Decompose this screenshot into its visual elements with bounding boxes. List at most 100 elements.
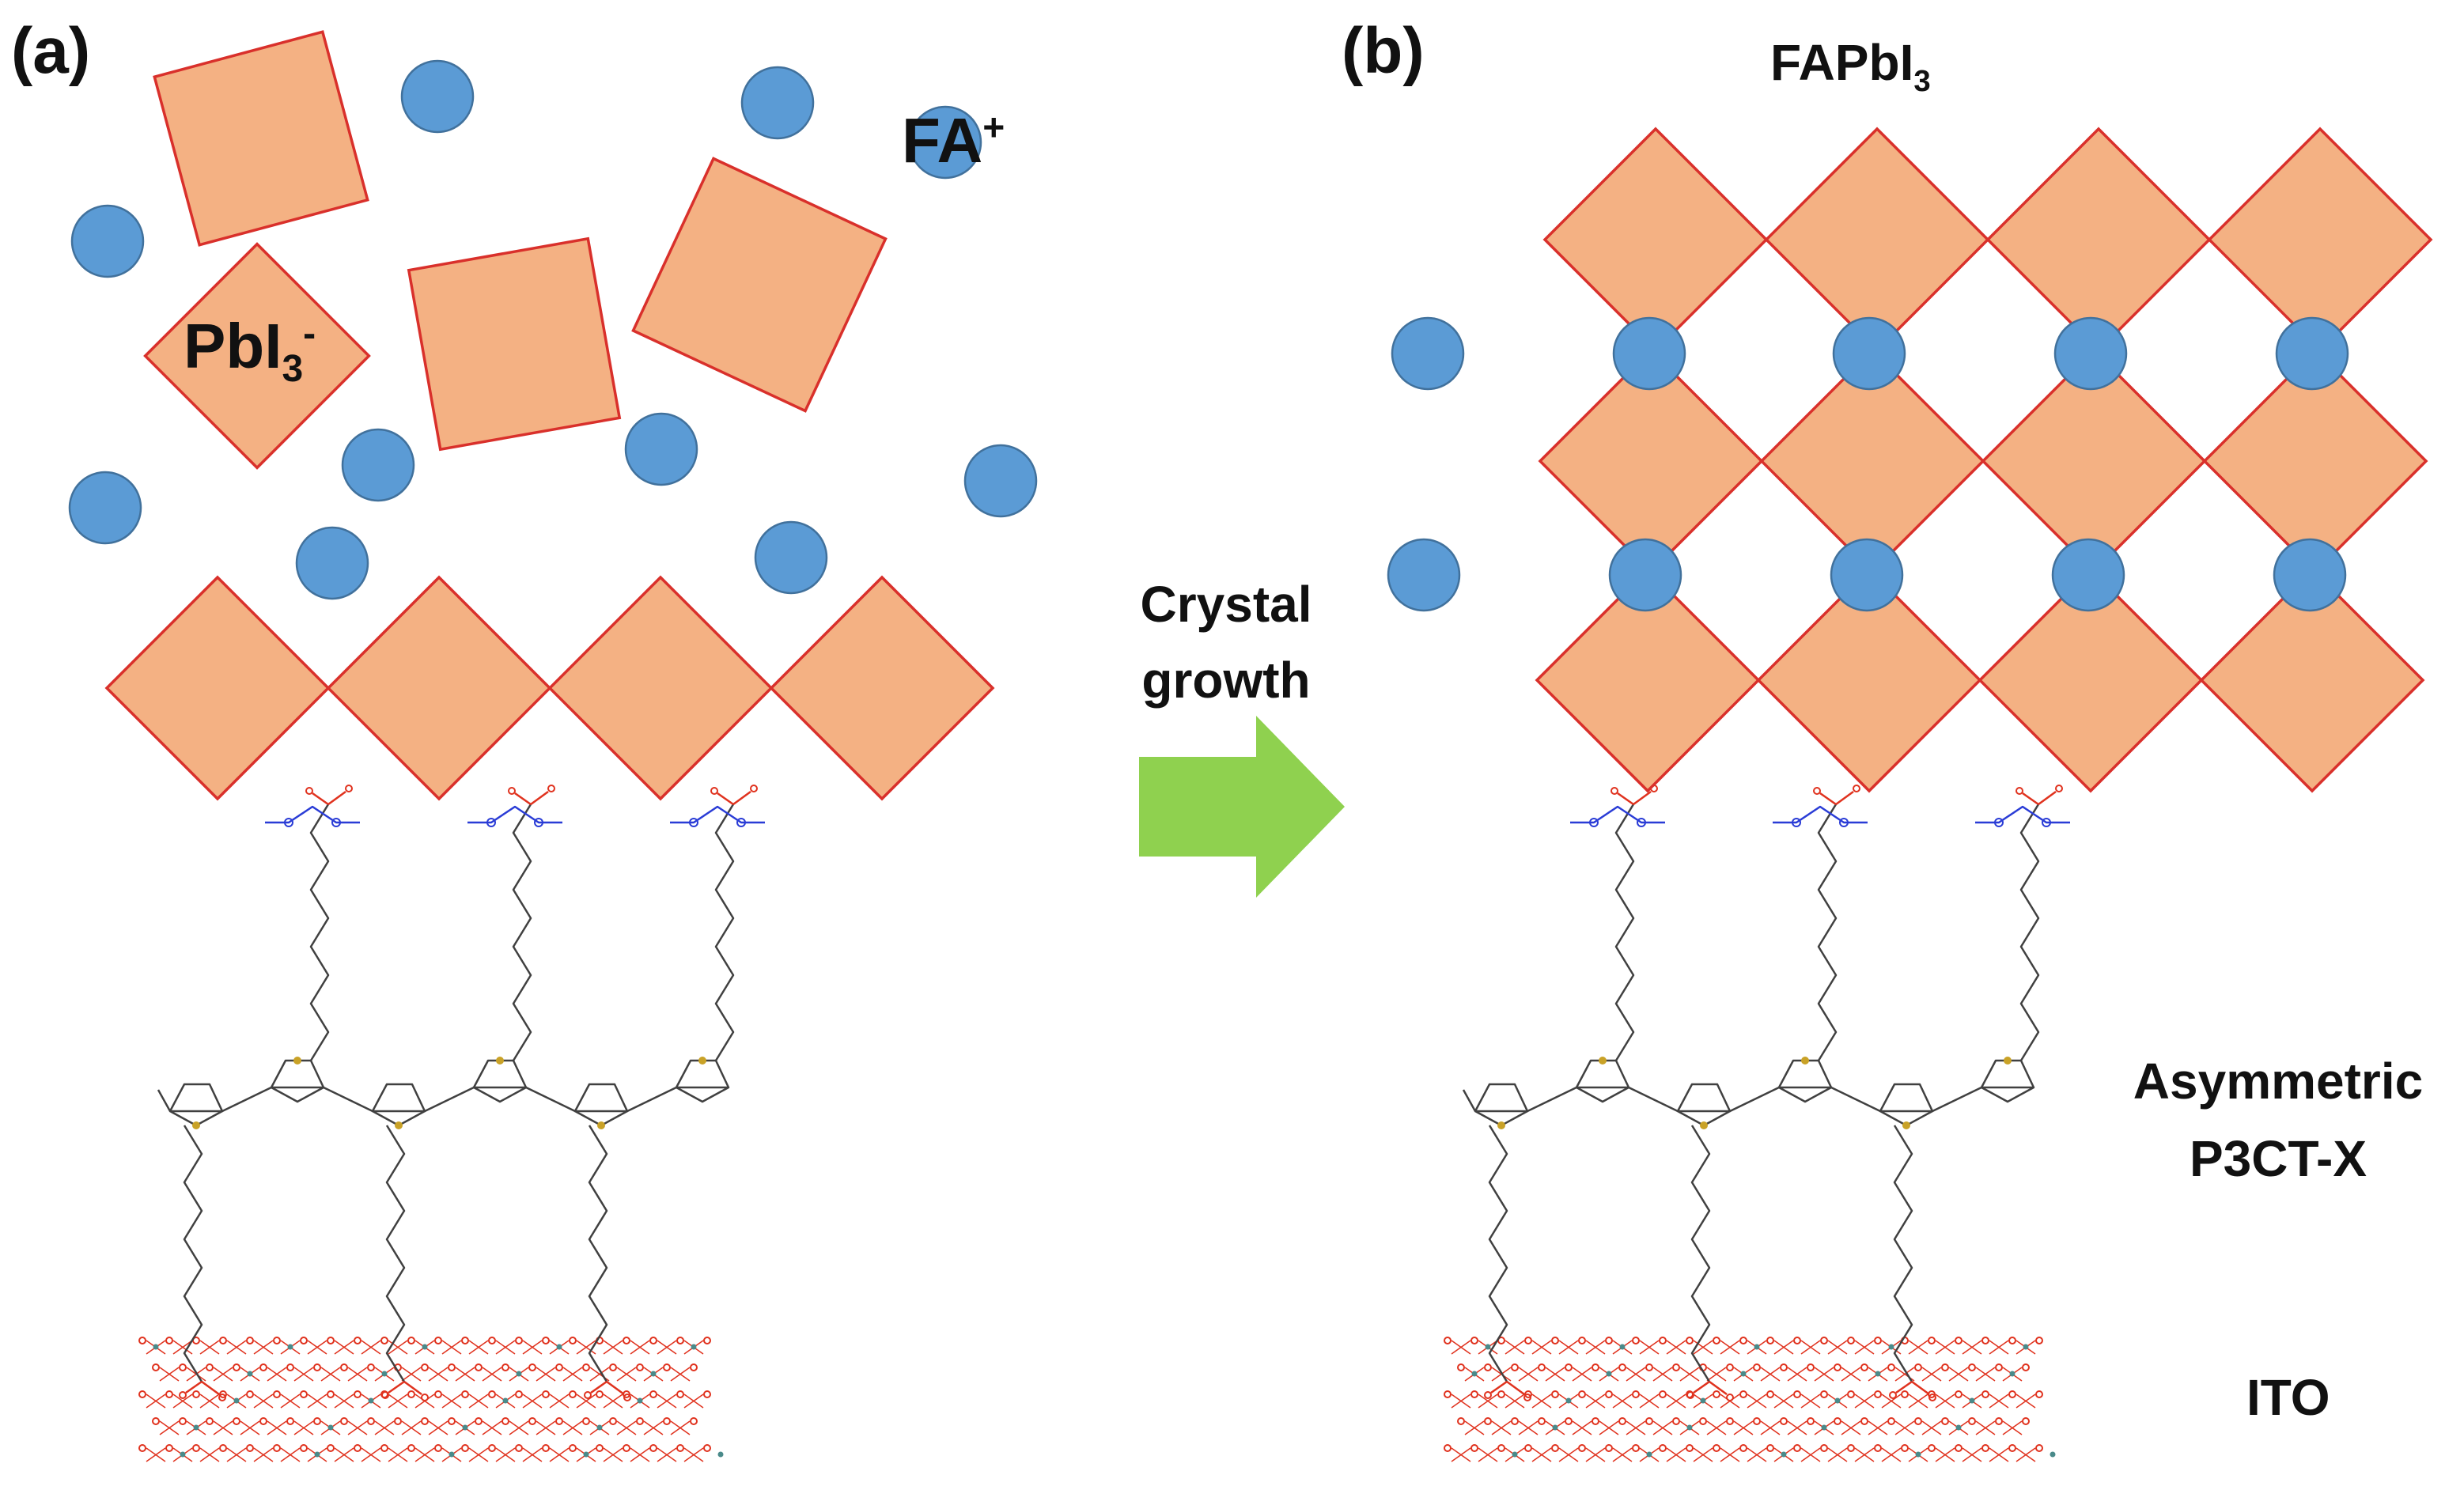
- ito-bond: [1693, 1340, 1713, 1355]
- ito-oxygen-atom: [703, 1444, 711, 1452]
- ito-oxygen-atom: [1457, 1417, 1465, 1425]
- ito-bond: [589, 1367, 610, 1382]
- ito-oxygen-atom: [1632, 1390, 1640, 1398]
- oxygen-atom: [584, 1391, 592, 1399]
- ito-oxygen-atom: [434, 1337, 442, 1344]
- ito-oxygen-atom: [636, 1363, 644, 1371]
- ito-bond: [576, 1394, 596, 1409]
- ito-bond: [1935, 1394, 1955, 1409]
- ito-oxygen-atom: [1457, 1363, 1465, 1371]
- carboxylate: [2038, 790, 2057, 806]
- ito-oxygen-atom: [1914, 1363, 1922, 1371]
- carboxylate: [312, 792, 329, 806]
- ito-oxygen-atom: [1739, 1444, 1747, 1452]
- panel-a-tag: (a): [11, 15, 91, 87]
- ito-bond: [1491, 1420, 1512, 1435]
- ito-oxygen-atom: [1618, 1417, 1626, 1425]
- ito-bond: [240, 1420, 260, 1435]
- ito-tin-atom: [1646, 1451, 1652, 1458]
- ito-oxygen-atom: [528, 1363, 536, 1371]
- ito-bond: [1505, 1394, 1525, 1409]
- ito-bond: [1518, 1420, 1539, 1435]
- ito-oxygen-atom: [327, 1390, 335, 1398]
- ito-oxygen-atom: [528, 1417, 536, 1425]
- ito-bond: [1478, 1447, 1498, 1462]
- ito-bond: [1894, 1367, 1915, 1382]
- ito-tin-atom: [1512, 1451, 1518, 1458]
- ito-oxygen-atom: [286, 1363, 294, 1371]
- ito-lattice-a: [138, 1337, 724, 1462]
- ito-bond: [1962, 1447, 1982, 1462]
- carboxylate: [530, 790, 549, 806]
- thiophene-ring: [1474, 1083, 1529, 1127]
- ito-tin-atom: [381, 1371, 388, 1377]
- ito-bond: [1652, 1367, 1673, 1382]
- crystal-growth-line1: Crystal: [1140, 576, 1312, 633]
- fa-cation: [341, 428, 415, 502]
- ito-oxygen-atom: [663, 1417, 671, 1425]
- ito-bond: [159, 1367, 180, 1382]
- ito-bond: [146, 1447, 166, 1462]
- ito-oxygen-atom: [407, 1337, 415, 1344]
- pbi3-octahedron: [547, 575, 774, 801]
- sulfur-atom: [1497, 1121, 1505, 1129]
- ito-bond: [1626, 1420, 1646, 1435]
- ito-bond: [199, 1340, 220, 1355]
- ito-oxygen-atom: [1955, 1390, 1962, 1398]
- fa-cation: [740, 66, 815, 140]
- ito-bond: [1881, 1394, 1902, 1409]
- ito-oxygen-atom: [246, 1444, 254, 1452]
- ito-bond: [1908, 1340, 1928, 1355]
- ito-oxygen-atom: [421, 1363, 429, 1371]
- oxygen-atom: [750, 785, 758, 792]
- ito-oxygen-atom: [1659, 1390, 1667, 1398]
- ito-bond: [1787, 1367, 1807, 1382]
- ito-oxygen-atom: [542, 1337, 550, 1344]
- ito-bond: [401, 1420, 422, 1435]
- pbi3-anion-label: PbI3-: [184, 311, 316, 390]
- ito-bond: [1827, 1340, 1848, 1355]
- ito-oxygen-atom: [488, 1337, 496, 1344]
- ito-oxygen-atom: [1766, 1444, 1774, 1452]
- ito-tin-atom: [1619, 1344, 1626, 1350]
- carboxylate: [185, 1380, 202, 1394]
- ito-oxygen-atom: [219, 1444, 227, 1452]
- pbi3-octahedron: [407, 236, 622, 452]
- ito-oxygen-atom: [367, 1417, 375, 1425]
- ito-oxygen-atom: [475, 1417, 483, 1425]
- ito-bond: [1666, 1340, 1686, 1355]
- oxygen-atom: [179, 1391, 187, 1399]
- ito-oxygen-atom: [300, 1390, 308, 1398]
- ito-tin-atom: [153, 1344, 159, 1350]
- p3ct-molecule-a: [157, 785, 765, 1401]
- ito-oxygen-atom: [1887, 1363, 1895, 1371]
- ito-bond: [1989, 1394, 2009, 1409]
- ito-oxygen-atom: [179, 1417, 187, 1425]
- ito-bond: [1975, 1367, 1996, 1382]
- ito-oxygen-atom: [1699, 1417, 1707, 1425]
- fa-cation: [963, 444, 1038, 518]
- ito-oxygen-atom: [502, 1417, 509, 1425]
- carboxylate: [388, 1380, 405, 1394]
- ito-oxygen-atom: [138, 1337, 146, 1344]
- ito-bond: [1518, 1367, 1539, 1382]
- ito-oxygen-atom: [488, 1390, 496, 1398]
- ito-tin-atom: [502, 1397, 509, 1404]
- ito-oxygen-atom: [1686, 1444, 1694, 1452]
- ito-bond: [361, 1447, 381, 1462]
- ito-tin-atom: [193, 1424, 199, 1431]
- pbi3-octahedron: [326, 575, 552, 801]
- ito-oxygen-atom: [1766, 1390, 1774, 1398]
- ito-bond: [199, 1394, 220, 1409]
- ito-oxygen-atom: [1632, 1444, 1640, 1452]
- ito-oxygen-atom: [1981, 1390, 1989, 1398]
- ito-oxygen-atom: [2035, 1444, 2043, 1452]
- ito-oxygen-atom: [219, 1337, 227, 1344]
- carboxylate: [1490, 1380, 1508, 1394]
- ito-oxygen-atom: [676, 1444, 684, 1452]
- ito-oxygen-atom: [1726, 1363, 1734, 1371]
- thiophene-ring: [1575, 1059, 1630, 1103]
- ito-oxygen-atom: [2008, 1390, 2016, 1398]
- carboxylate: [2022, 792, 2039, 806]
- ito-oxygen-atom: [300, 1337, 308, 1344]
